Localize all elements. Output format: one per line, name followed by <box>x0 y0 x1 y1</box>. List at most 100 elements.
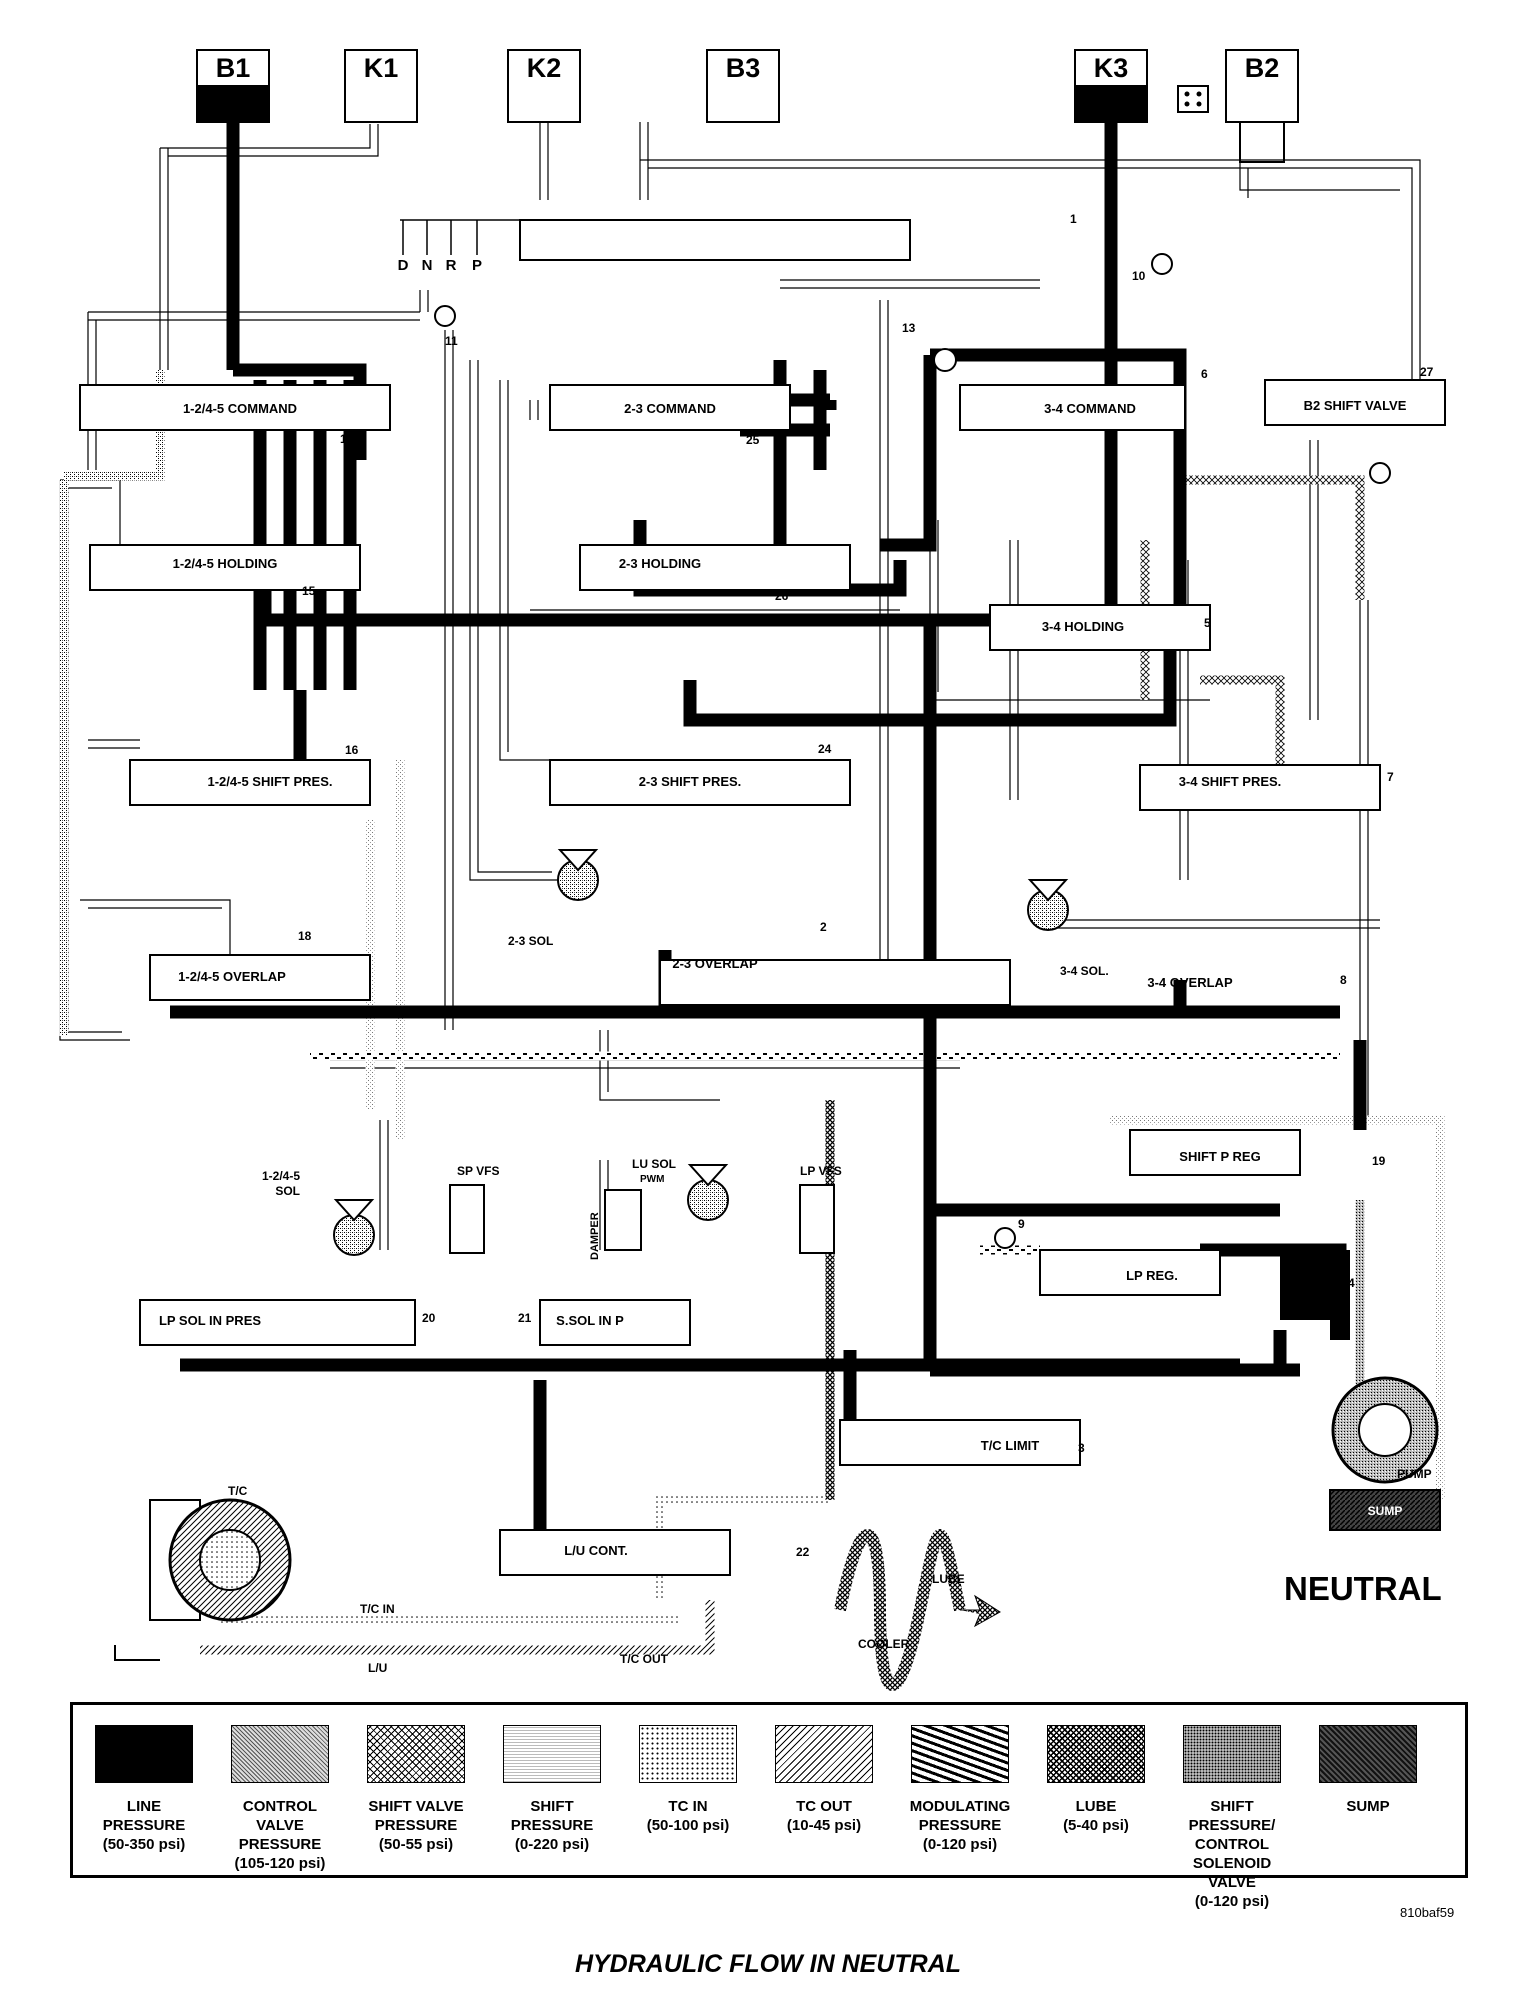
mode-title: NEUTRAL <box>1284 1570 1442 1607</box>
label-sol1245-a: 1-2/4-5 <box>262 1169 300 1183</box>
label-cmd23: 2-3 COMMAND <box>624 401 716 416</box>
legend-swatch <box>1047 1725 1145 1783</box>
svg-text:26: 26 <box>775 589 789 603</box>
label-hold1245: 1-2/4-5 HOLDING <box>173 556 278 571</box>
svg-text:24: 24 <box>818 742 832 756</box>
svg-text:19: 19 <box>1372 1154 1386 1168</box>
label-tcin: T/C IN <box>360 1602 395 1616</box>
legend-swatch <box>231 1725 329 1783</box>
label-cmd34: 3-4 COMMAND <box>1044 401 1136 416</box>
check-balls <box>434 253 1391 1249</box>
label-lu: L/U <box>368 1661 387 1675</box>
svg-text:D: D <box>398 257 409 274</box>
svg-text:6: 6 <box>1201 367 1208 381</box>
legend-swatch <box>503 1725 601 1783</box>
label-cooler: COOLER <box>858 1637 910 1651</box>
svg-text:3: 3 <box>1078 1441 1085 1455</box>
svg-text:P: P <box>472 257 482 274</box>
label-hold34: 3-4 HOLDING <box>1042 619 1124 634</box>
svg-text:7: 7 <box>1387 770 1394 784</box>
svg-text:K2: K2 <box>527 53 562 83</box>
label-lpreg: LP REG. <box>1126 1268 1178 1283</box>
legend-item: TC IN(50-100 psi) <box>623 1705 753 1835</box>
label-lucont: L/U CONT. <box>564 1543 628 1558</box>
svg-text:K1: K1 <box>364 53 399 83</box>
cooler-coil <box>834 1529 1001 1691</box>
svg-text:4: 4 <box>1348 1276 1355 1290</box>
clutch-k2: K2 <box>507 49 581 123</box>
label-tc: T/C <box>228 1484 248 1498</box>
label-pump: PUMP <box>1397 1467 1432 1481</box>
legend-item: SHIFT PRESSURE/ CONTROL SOLENOID VALVE(0… <box>1167 1705 1297 1911</box>
svg-text:B2: B2 <box>1245 53 1280 83</box>
pressure-legend: LINE PRESSURE(50-350 psi) CONTROL VALVE … <box>70 1702 1468 1910</box>
svg-text:20: 20 <box>422 1311 436 1325</box>
clutch-k3: K3 <box>1074 49 1148 123</box>
legend-item: SHIFT PRESSURE(0-220 psi) <box>487 1705 617 1854</box>
reference-numbers: 1 2 3 4 5 6 7 8 9 10 11 13 14 15 16 18 1… <box>298 212 1434 1559</box>
svg-text:2: 2 <box>820 920 827 934</box>
svg-text:14: 14 <box>340 432 354 446</box>
label-sp1245: 1-2/4-5 SHIFT PRES. <box>208 774 333 789</box>
figure-caption: HYDRAULIC FLOW IN NEUTRAL <box>574 1950 962 1978</box>
label-ov34: 3-4 OVERLAP <box>1147 975 1233 990</box>
legend-item: LUBE(5-40 psi) <box>1031 1705 1161 1835</box>
label-tclimit: T/C LIMIT <box>981 1438 1040 1453</box>
legend-item: MODULATING PRESSURE(0-120 psi) <box>895 1705 1025 1854</box>
clutch-b1: B1 <box>196 49 270 123</box>
svg-text:11: 11 <box>445 334 458 348</box>
label-sp34: 3-4 SHIFT PRES. <box>1179 774 1282 789</box>
label-sump: SUMP <box>1368 1504 1403 1518</box>
label-ov23: 2-3 OVERLAP <box>672 956 758 971</box>
svg-text:27: 27 <box>1420 365 1434 379</box>
clutch-k1: K1 <box>344 49 418 123</box>
svg-text:K3: K3 <box>1094 53 1129 83</box>
legend-item: LINE PRESSURE(50-350 psi) <box>79 1705 209 1854</box>
label-ov1245: 1-2/4-5 OVERLAP <box>178 969 286 984</box>
svg-text:21: 21 <box>518 1311 532 1325</box>
svg-text:9: 9 <box>1018 1217 1025 1231</box>
solenoid-labels: 2-3 SOL 3-4 SOL. 1-2/4-5 SOL SP VFS LU S… <box>262 934 1109 1260</box>
svg-text:25: 25 <box>746 433 760 447</box>
control-pressure-network <box>59 122 1421 1250</box>
svg-text:R: R <box>446 257 457 274</box>
svg-text:B1: B1 <box>216 53 251 83</box>
solenoids <box>333 849 1069 1256</box>
reference-code: 810baf59 <box>1400 1905 1455 1920</box>
svg-text:B3: B3 <box>726 53 761 83</box>
clutch-b2: B2 <box>1177 49 1299 163</box>
svg-text:22: 22 <box>796 1545 810 1559</box>
svg-text:N: N <box>422 257 433 274</box>
valve-bodies <box>79 219 1446 1576</box>
label-tcout: T/C OUT <box>620 1652 669 1666</box>
label-lpvfs: LP VFS <box>800 1164 842 1178</box>
legend-swatch <box>911 1725 1009 1783</box>
label-damper: DAMPER <box>589 1212 601 1260</box>
label-sol23: 2-3 SOL <box>508 934 553 948</box>
label-b2shift: B2 SHIFT VALVE <box>1304 398 1407 413</box>
label-cmd1245: 1-2/4-5 COMMAND <box>183 401 297 416</box>
label-lusol-b: PWM <box>640 1174 664 1185</box>
component-labels: T/C T/C IN T/C OUT L/U COOLER LUBE PUMP … <box>228 1467 1432 1675</box>
legend-item: TC OUT(10-45 psi) <box>759 1705 889 1835</box>
torque-converter <box>114 1498 292 1661</box>
label-sp23: 2-3 SHIFT PRES. <box>639 774 742 789</box>
label-spvfs: SP VFS <box>457 1164 499 1178</box>
svg-text:8: 8 <box>1340 973 1347 987</box>
svg-text:13: 13 <box>902 321 916 335</box>
label-lube: LUBE <box>932 1572 965 1586</box>
pump <box>1329 1376 1441 1531</box>
legend-item: SUMP <box>1303 1705 1433 1816</box>
svg-text:16: 16 <box>345 743 359 757</box>
svg-text:5: 5 <box>1204 616 1211 630</box>
label-lusol-a: LU SOL <box>632 1157 676 1171</box>
legend-swatch <box>639 1725 737 1783</box>
legend-swatch <box>367 1725 465 1783</box>
label-shiftpreg: SHIFT P REG <box>1179 1149 1260 1164</box>
manual-selector: D N R P <box>398 219 520 274</box>
legend-item: CONTROL VALVE PRESSURE(105-120 psi) <box>215 1705 345 1873</box>
label-ssolin: S.SOL IN P <box>556 1313 624 1328</box>
svg-text:15: 15 <box>302 584 316 598</box>
svg-text:1: 1 <box>1070 212 1077 226</box>
